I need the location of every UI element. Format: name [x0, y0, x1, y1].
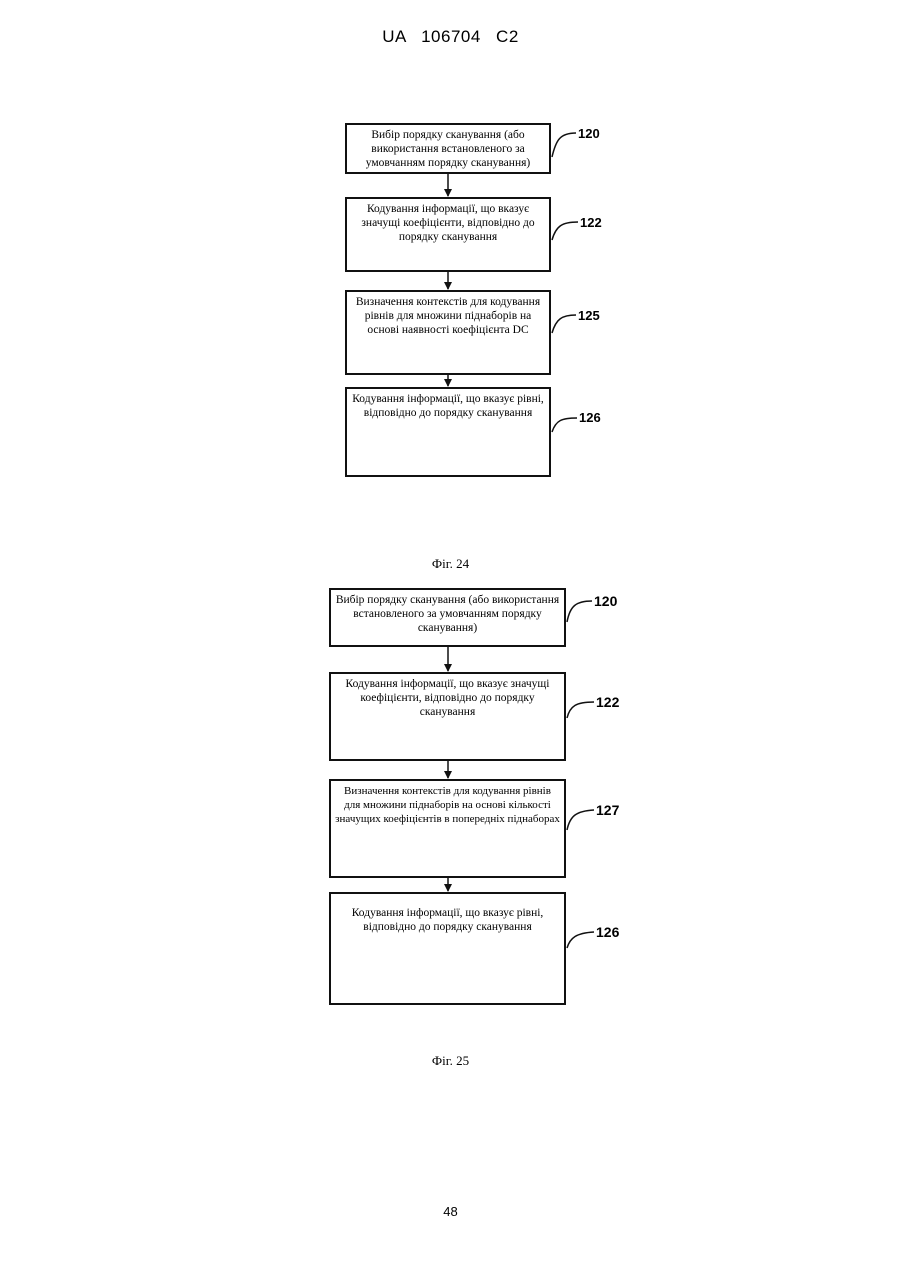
- fig25-step-122-box: Кодування інформації, що вказує значущі …: [329, 672, 566, 761]
- fig25-step-120-box: Вибір порядку сканування (або використан…: [329, 588, 566, 647]
- fig25-step-126-box: Кодування інформації, що вказує рівні, в…: [329, 892, 566, 1005]
- fig25-ref-122: 122: [596, 694, 619, 710]
- fig24-step-126-box: Кодування інформації, що вказує рівні, в…: [345, 387, 551, 477]
- leader-126-b: [567, 932, 594, 948]
- page-number: 48: [0, 1204, 901, 1219]
- fig24-step-122-box: Кодування інформації, що вказує значущі …: [345, 197, 551, 272]
- fig24-step-120-box: Вибір порядку сканування (або використан…: [345, 123, 551, 174]
- leader-122: [552, 222, 578, 240]
- leader-120-b: [567, 601, 592, 622]
- leader-127: [567, 810, 594, 830]
- fig24-ref-126: 126: [579, 410, 601, 425]
- fig25-caption: Фіг. 25: [0, 1053, 901, 1069]
- fig24-step-125-box: Визначення контекстів для кодування рівн…: [345, 290, 551, 375]
- leader-120: [552, 133, 576, 157]
- fig24-ref-122: 122: [580, 215, 602, 230]
- leader-125: [552, 315, 576, 333]
- leader-126: [552, 418, 577, 432]
- fig24-caption: Фіг. 24: [0, 556, 901, 572]
- fig25-step-127-box: Визначення контекстів для кодування рівн…: [329, 779, 566, 878]
- fig25-ref-126: 126: [596, 924, 619, 940]
- fig24-ref-120: 120: [578, 126, 600, 141]
- fig25-ref-127: 127: [596, 802, 619, 818]
- fig25-ref-120: 120: [594, 593, 617, 609]
- fig24-ref-125: 125: [578, 308, 600, 323]
- leader-122-b: [567, 702, 594, 718]
